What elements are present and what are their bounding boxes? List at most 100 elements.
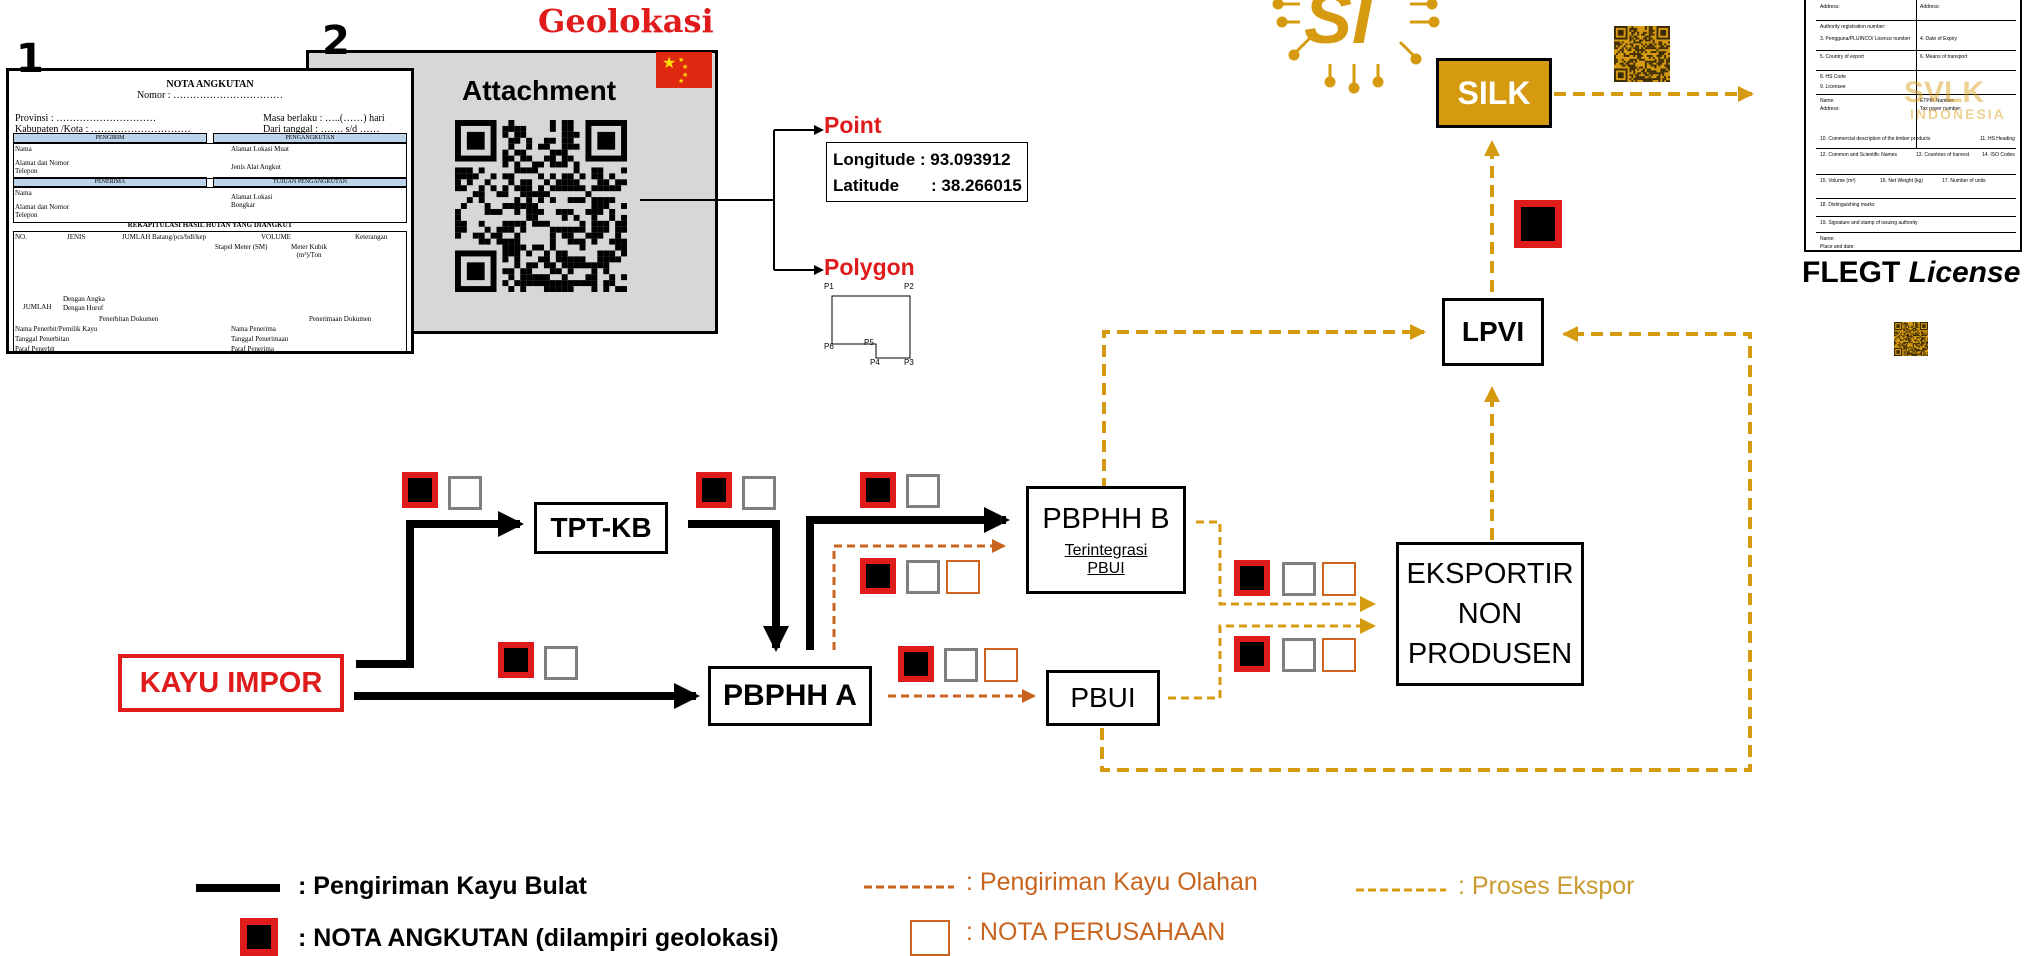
license-field-6: 6. Means of transport <box>1920 54 1968 60</box>
badge-nota-angkutan <box>498 642 534 678</box>
doc-col-no: NO. <box>15 233 27 241</box>
license-field-24: Place and date: <box>1820 244 1855 250</box>
badge-grey <box>906 560 940 594</box>
doc-band-penerima: PENERIMA <box>13 177 207 187</box>
doc-alamat-bongkar: Alamat Lokasi Bongkar <box>231 193 273 209</box>
polygon-label: Polygon <box>824 254 915 280</box>
geolokasi-title: Geolokasi <box>538 2 714 40</box>
qr-code-icon <box>1614 26 1670 82</box>
node-pbphh-b[interactable]: PBPHH B Terintegrasi PBUI <box>1026 486 1186 594</box>
flegt-license-card: Address: Address: Authority registration… <box>1804 0 2022 252</box>
doc-nama-2: Nama <box>15 189 32 197</box>
badge-grey <box>944 648 978 682</box>
legend-kayu-bulat: : Pengiriman Kayu Bulat <box>298 872 587 900</box>
doc-dengan-huruf: Dengan Huruf <box>63 304 104 312</box>
legend-proses-ekspor: : Proses Ekspor <box>1458 872 1635 900</box>
circuit-si-logo-icon <box>1272 0 1440 94</box>
doc-tanggal-penerbitan: Tanggal Penerbitan <box>15 335 70 343</box>
flow-pbphh-b-to-eksportir <box>1196 520 1376 612</box>
license-field-17: 14. ISO Codes <box>1982 152 2015 158</box>
doc-dengan-angka: Dengan Angka <box>63 295 105 303</box>
doc-col-jumlah: JUMLAH Batang/pcs/bdl/kep <box>121 233 207 241</box>
node-pbphh-a[interactable]: PBPHH A <box>708 666 872 726</box>
doc-kabupaten: Kabupaten /Kota : ………………………… <box>15 124 191 135</box>
badge-grey <box>742 476 776 510</box>
badge-nota-perusahaan <box>1322 562 1356 596</box>
doc-col-kubik: Meter Kubik (m³)/Ton <box>291 243 327 259</box>
doc-rekap: REKAPITULASI HASIL HUTAN YANG DIANGKUT <box>127 221 293 229</box>
doc-col-volume: VOLUME <box>261 233 291 241</box>
badge-nota-angkutan <box>1234 560 1270 596</box>
license-field-20: 17. Number of units <box>1942 178 1986 184</box>
doc-penerbitan: Penerbitan Dokumen <box>99 315 159 323</box>
badge-grey <box>1282 638 1316 672</box>
badge-grey <box>544 646 578 680</box>
badge-nota-perusahaan <box>946 560 980 594</box>
license-field-10: Address: <box>1820 106 1840 112</box>
doc-jenis-alat: Jenis Alat Angkut <box>231 163 281 171</box>
polygon-point-p1: P1 <box>824 282 834 291</box>
license-field-18: 15. Volume (m³) <box>1820 178 1856 184</box>
license-field-5: 5. Country of export <box>1820 54 1864 60</box>
license-field-19: 16. Net Weight (kg) <box>1880 178 1923 184</box>
flegt-caption-italic: License <box>1908 256 2021 289</box>
badge-nota-perusahaan <box>1322 638 1356 672</box>
si-logo-text: SI <box>1304 0 1373 59</box>
license-field-0: Address: <box>1820 4 1840 10</box>
node-pbui[interactable]: PBUI <box>1046 670 1160 726</box>
flow-pbphh-a-to-pbphh-b-olahan <box>832 539 1006 650</box>
doc-col-keterangan: Keterangan <box>355 233 388 241</box>
flegt-caption-prefix: FLEGT <box>1802 256 1909 289</box>
flow-pbphh-b-to-lpvi <box>1102 324 1426 490</box>
badge-nota-angkutan <box>1234 636 1270 672</box>
polygon-point-p5: P5 <box>864 338 874 347</box>
node-silk[interactable]: SILK <box>1436 58 1552 128</box>
license-field-13: 10. Commercial description of the timber… <box>1820 136 1931 142</box>
badge-grey <box>448 476 482 510</box>
latitude-label: Latitude <box>833 176 900 195</box>
license-field-14: 11. HS Heading <box>1980 136 2015 142</box>
badge-nota-angkutan <box>402 472 438 508</box>
license-field-4: 4. Date of Expiry <box>1920 36 1957 42</box>
license-field-3: 3. Pengguna/PLUINCO/ Licence number <box>1820 36 1911 42</box>
attachment-title: Attachment <box>462 75 617 106</box>
document-2-number: 2 <box>322 18 350 64</box>
coordinate-box: Longitude : 93.093912 Latitude: 38.26601… <box>826 142 1028 202</box>
legend-nota-perusahaan: : NOTA PERUSAHAAN <box>966 918 1226 946</box>
license-field-2: Authority registration number: <box>1820 24 1886 30</box>
doc-band-pengangkutan: PENGANGKUTAN <box>213 133 407 143</box>
badge-grey <box>1282 562 1316 596</box>
license-field-23: Name: <box>1820 236 1835 242</box>
polygon-point-p3: P3 <box>904 358 914 367</box>
flow-pbui-to-lpvi <box>1100 326 1752 772</box>
legend-kayu-olahan: : Pengiriman Kayu Olahan <box>966 868 1258 896</box>
doc-jumlah: JUMLAH <box>23 303 52 311</box>
polygon-shape <box>831 295 911 359</box>
doc-nomor: Nomor : …………………………… <box>136 90 284 101</box>
node-tpt-kb[interactable]: TPT-KB <box>534 502 668 554</box>
doc-alamat-1: Alamat dan Nomor Telepon <box>15 159 70 175</box>
node-eksportir-non-produsen[interactable]: EKSPORTIR NON PRODUSEN <box>1396 542 1584 686</box>
node-lpvi[interactable]: LPVI <box>1442 298 1544 366</box>
node-kayu-impor[interactable]: KAYU IMPOR <box>118 654 344 712</box>
license-field-22: 19. Signature and stamp of issuing autho… <box>1820 220 1918 226</box>
doc-alamat-2: Alamat dan Nomor Telepon <box>15 203 70 219</box>
china-flag-icon: ★ ★ ★ ★ ★ <box>656 52 712 88</box>
badge-nota-angkutan <box>860 558 896 594</box>
doc-col-stapel: Stapel Meter (SM) <box>215 243 268 251</box>
license-field-21: 18. Distinguishing marks <box>1820 202 1875 208</box>
flow-pbphh-a-to-pbphh-b <box>806 507 1010 650</box>
node-pbphh-b-sub1: Terintegrasi <box>1064 541 1148 559</box>
badge-nota-angkutan <box>1514 200 1562 248</box>
doc-band-tujuan: TUJUAN PENGANGKUTAN <box>213 177 407 187</box>
node-eksportir-line-2: NON <box>1457 598 1523 630</box>
indonesia-watermark: INDONESIA <box>1910 106 2006 122</box>
badge-nota-angkutan <box>696 472 732 508</box>
qr-code-icon <box>1894 322 1928 356</box>
node-eksportir-line-3: PRODUSEN <box>1407 638 1573 670</box>
legend-nota-angkutan: : NOTA ANGKUTAN (dilampiri geolokasi) <box>298 924 779 952</box>
flow-pbui-to-eksportir <box>1168 618 1376 700</box>
legend-nota-angkutan-icon <box>240 918 278 956</box>
badge-grey <box>906 474 940 508</box>
license-field-11: ETPIK Number: <box>1920 98 1956 104</box>
